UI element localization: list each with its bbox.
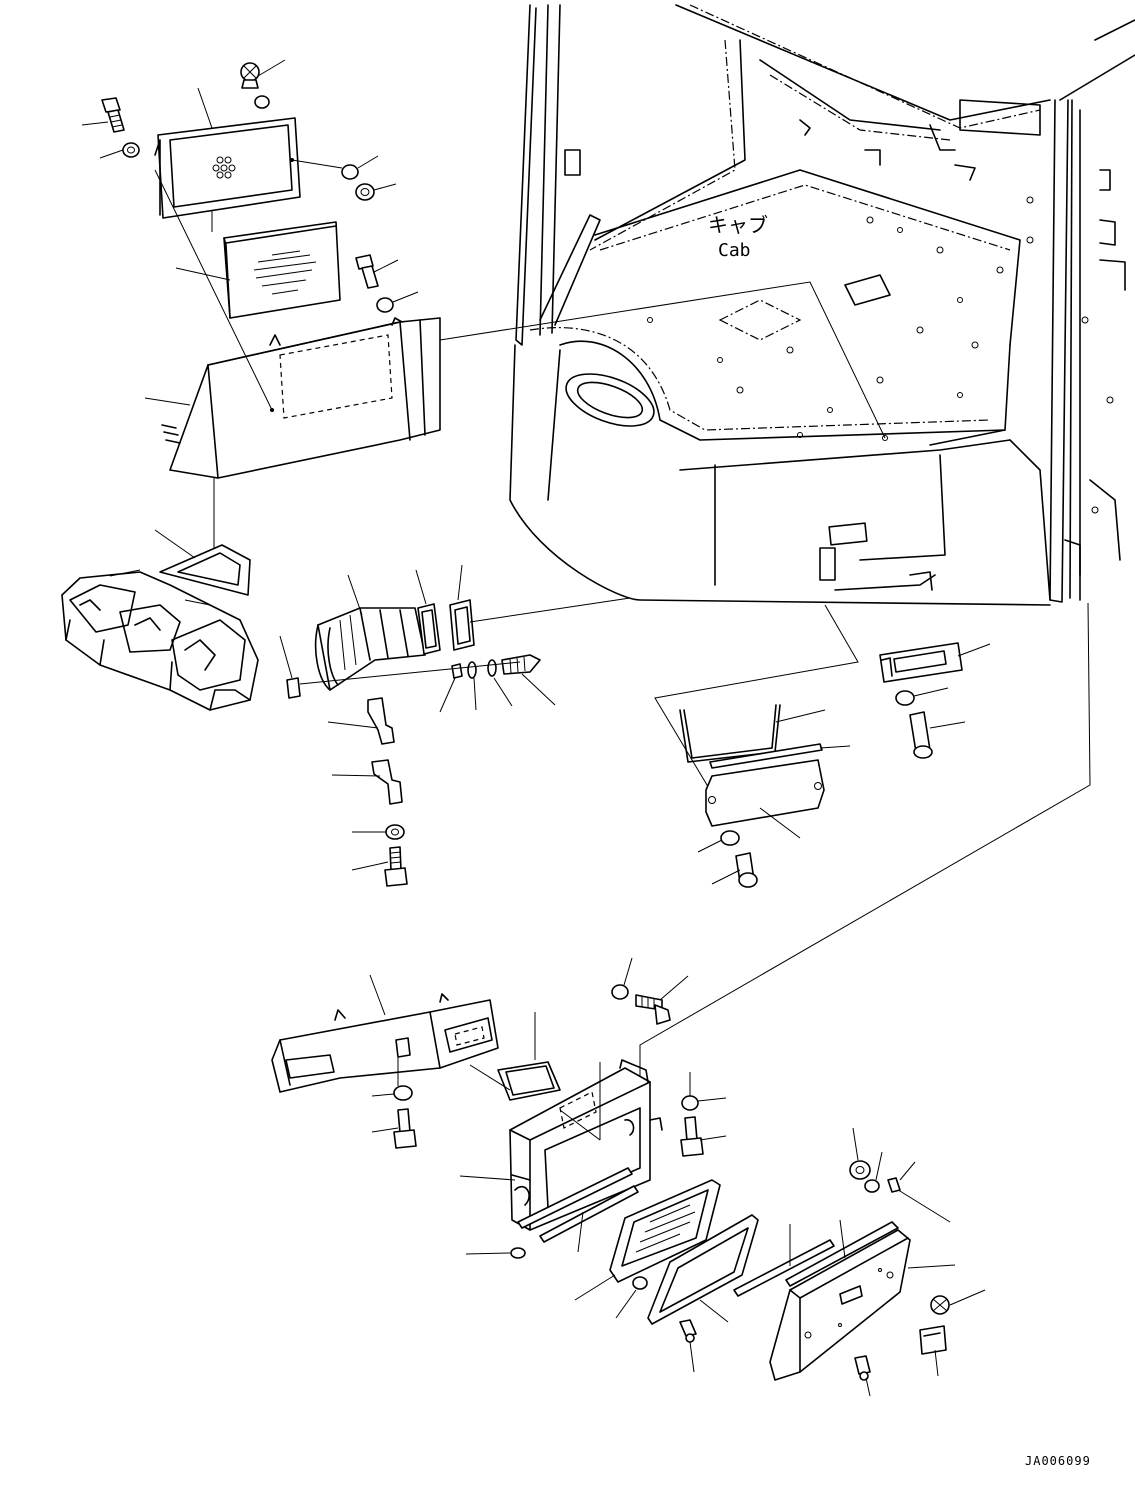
duct-adapter-icon bbox=[314, 607, 426, 691]
nut-icon bbox=[632, 1276, 648, 1290]
grommet-icon bbox=[510, 1247, 526, 1259]
heater-unit-icon bbox=[61, 571, 259, 711]
bolt-icon bbox=[355, 254, 379, 289]
bolt-icon bbox=[635, 994, 671, 1025]
washer-icon bbox=[254, 95, 270, 109]
fresh-air-filter-icon bbox=[609, 1179, 721, 1283]
bolt-icon bbox=[909, 711, 933, 759]
plate-icon bbox=[879, 642, 963, 683]
duct-housing-icon bbox=[161, 317, 441, 479]
fitting-icon bbox=[451, 663, 463, 679]
cap-icon bbox=[887, 1177, 901, 1193]
cab-label-en: Cab bbox=[718, 240, 751, 261]
oring-icon bbox=[467, 661, 477, 679]
washer-icon bbox=[681, 1095, 699, 1111]
lower-cover-icon bbox=[705, 759, 825, 827]
cab-assembly bbox=[509, 4, 1135, 606]
washer-icon bbox=[895, 690, 915, 706]
clamp-icon bbox=[286, 677, 301, 699]
washer-icon bbox=[341, 164, 359, 180]
washer-icon bbox=[393, 1085, 413, 1101]
rod-icon bbox=[679, 704, 781, 763]
latch-icon bbox=[919, 1325, 947, 1355]
knob-icon bbox=[930, 1295, 950, 1315]
filter-icon bbox=[223, 221, 341, 319]
washer-icon bbox=[122, 142, 140, 158]
washer-icon bbox=[864, 1179, 880, 1193]
cover-plate-icon bbox=[154, 117, 301, 219]
side-cover-icon bbox=[769, 1229, 911, 1381]
nozzle-icon bbox=[501, 654, 541, 675]
seal-strip-icon bbox=[733, 1239, 835, 1297]
knob-nut-icon bbox=[240, 62, 260, 89]
nut-icon bbox=[355, 183, 375, 201]
air-duct-icon bbox=[271, 993, 499, 1093]
heater-unit-assembly bbox=[61, 529, 631, 887]
filter-case-assembly bbox=[271, 957, 986, 1397]
oring-icon bbox=[487, 659, 497, 677]
seal-strip-icon bbox=[539, 1185, 639, 1243]
upper-cover-assembly bbox=[81, 59, 886, 548]
washer-icon bbox=[376, 297, 394, 313]
seal-strip-icon bbox=[785, 1221, 899, 1287]
bolt-icon bbox=[384, 846, 408, 887]
cab-label-jp: キャブ bbox=[708, 213, 768, 237]
washer-icon bbox=[611, 984, 629, 1000]
drawing-code: JA006099 bbox=[1025, 1454, 1091, 1468]
clip-icon bbox=[854, 1355, 871, 1381]
washer-icon bbox=[385, 824, 405, 840]
lower-cover-assembly bbox=[639, 602, 1091, 1078]
bolt-icon bbox=[101, 97, 125, 133]
filter-case-icon bbox=[509, 1059, 663, 1231]
seal-strip-icon bbox=[517, 1167, 633, 1229]
nut-icon bbox=[849, 1160, 871, 1180]
bracket-icon bbox=[371, 759, 403, 805]
seal-strip-icon bbox=[709, 743, 823, 769]
bolt-icon bbox=[680, 1116, 704, 1157]
filter-frame-icon bbox=[647, 1214, 759, 1325]
bolt-icon bbox=[393, 1108, 417, 1149]
bolt-icon bbox=[735, 852, 758, 888]
seal-icon bbox=[417, 603, 441, 655]
washer-icon bbox=[720, 830, 740, 846]
clip-icon bbox=[679, 1319, 697, 1343]
bracket-icon bbox=[367, 697, 395, 745]
